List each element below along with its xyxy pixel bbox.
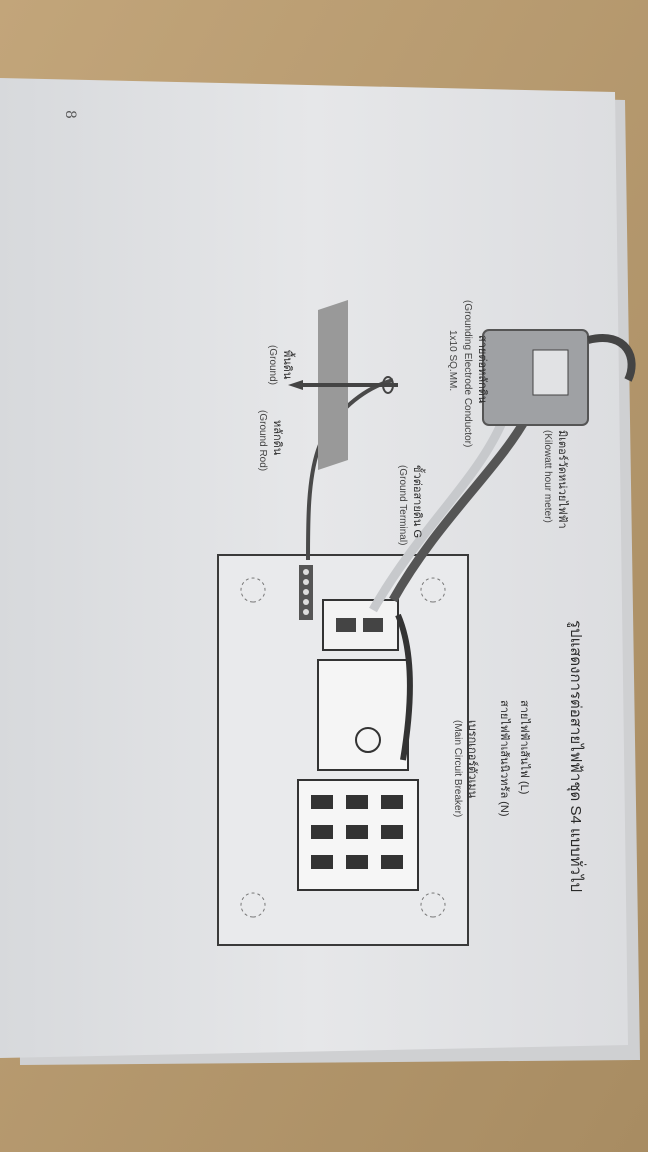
mount-hole-icon	[240, 892, 266, 918]
main-breaker-label: เบรกเกอร์ตัวเมน	[466, 720, 478, 799]
branch-breakers	[297, 779, 419, 891]
ground-rod-label-en: (Ground Rod)	[257, 410, 268, 472]
mount-hole-icon	[420, 892, 446, 918]
line-wire-label: สายไฟฟ้าเส้นไฟ (L)	[518, 700, 530, 795]
module-block	[317, 659, 409, 771]
ground-terminal-label: ขั้วต่อสายดิน G	[411, 465, 423, 539]
main-breaker	[322, 599, 399, 651]
ground-conductor-size: 1x10 SQ.MM.	[447, 330, 458, 392]
line-wire	[389, 412, 532, 603]
ground-label-en: (Ground)	[267, 345, 278, 386]
ground-rod-label: หลักดิน	[271, 420, 283, 456]
neutral-wire	[369, 418, 508, 613]
figure-title: รูปแสดงการต่อสายไฟฟ้าชุด S4 แบบทั่วไป	[567, 620, 584, 893]
kwh-meter-label: มิเตอร์วัดหน่วยไฟฟ้า	[556, 430, 568, 529]
page-number: 8	[62, 110, 78, 119]
mount-hole-icon	[420, 577, 446, 603]
ground-conductor-label-en: (Grounding Electrode Conductor)	[462, 300, 473, 448]
mount-hole-icon	[240, 577, 266, 603]
ground-terminal-label-en: (Ground Terminal)	[397, 465, 408, 546]
ground-conductor-label: สายต่อหลักดิน	[476, 335, 488, 404]
neutral-wire-label: สายไฟฟ้าเส้นนิวทรัล (N)	[498, 700, 510, 817]
main-breaker-label-en: (Main Circuit Breaker)	[452, 720, 463, 818]
ground-label: พื้นดิน	[281, 350, 293, 380]
kwh-meter-label-en: (Kilowatt hour meter)	[542, 430, 553, 523]
